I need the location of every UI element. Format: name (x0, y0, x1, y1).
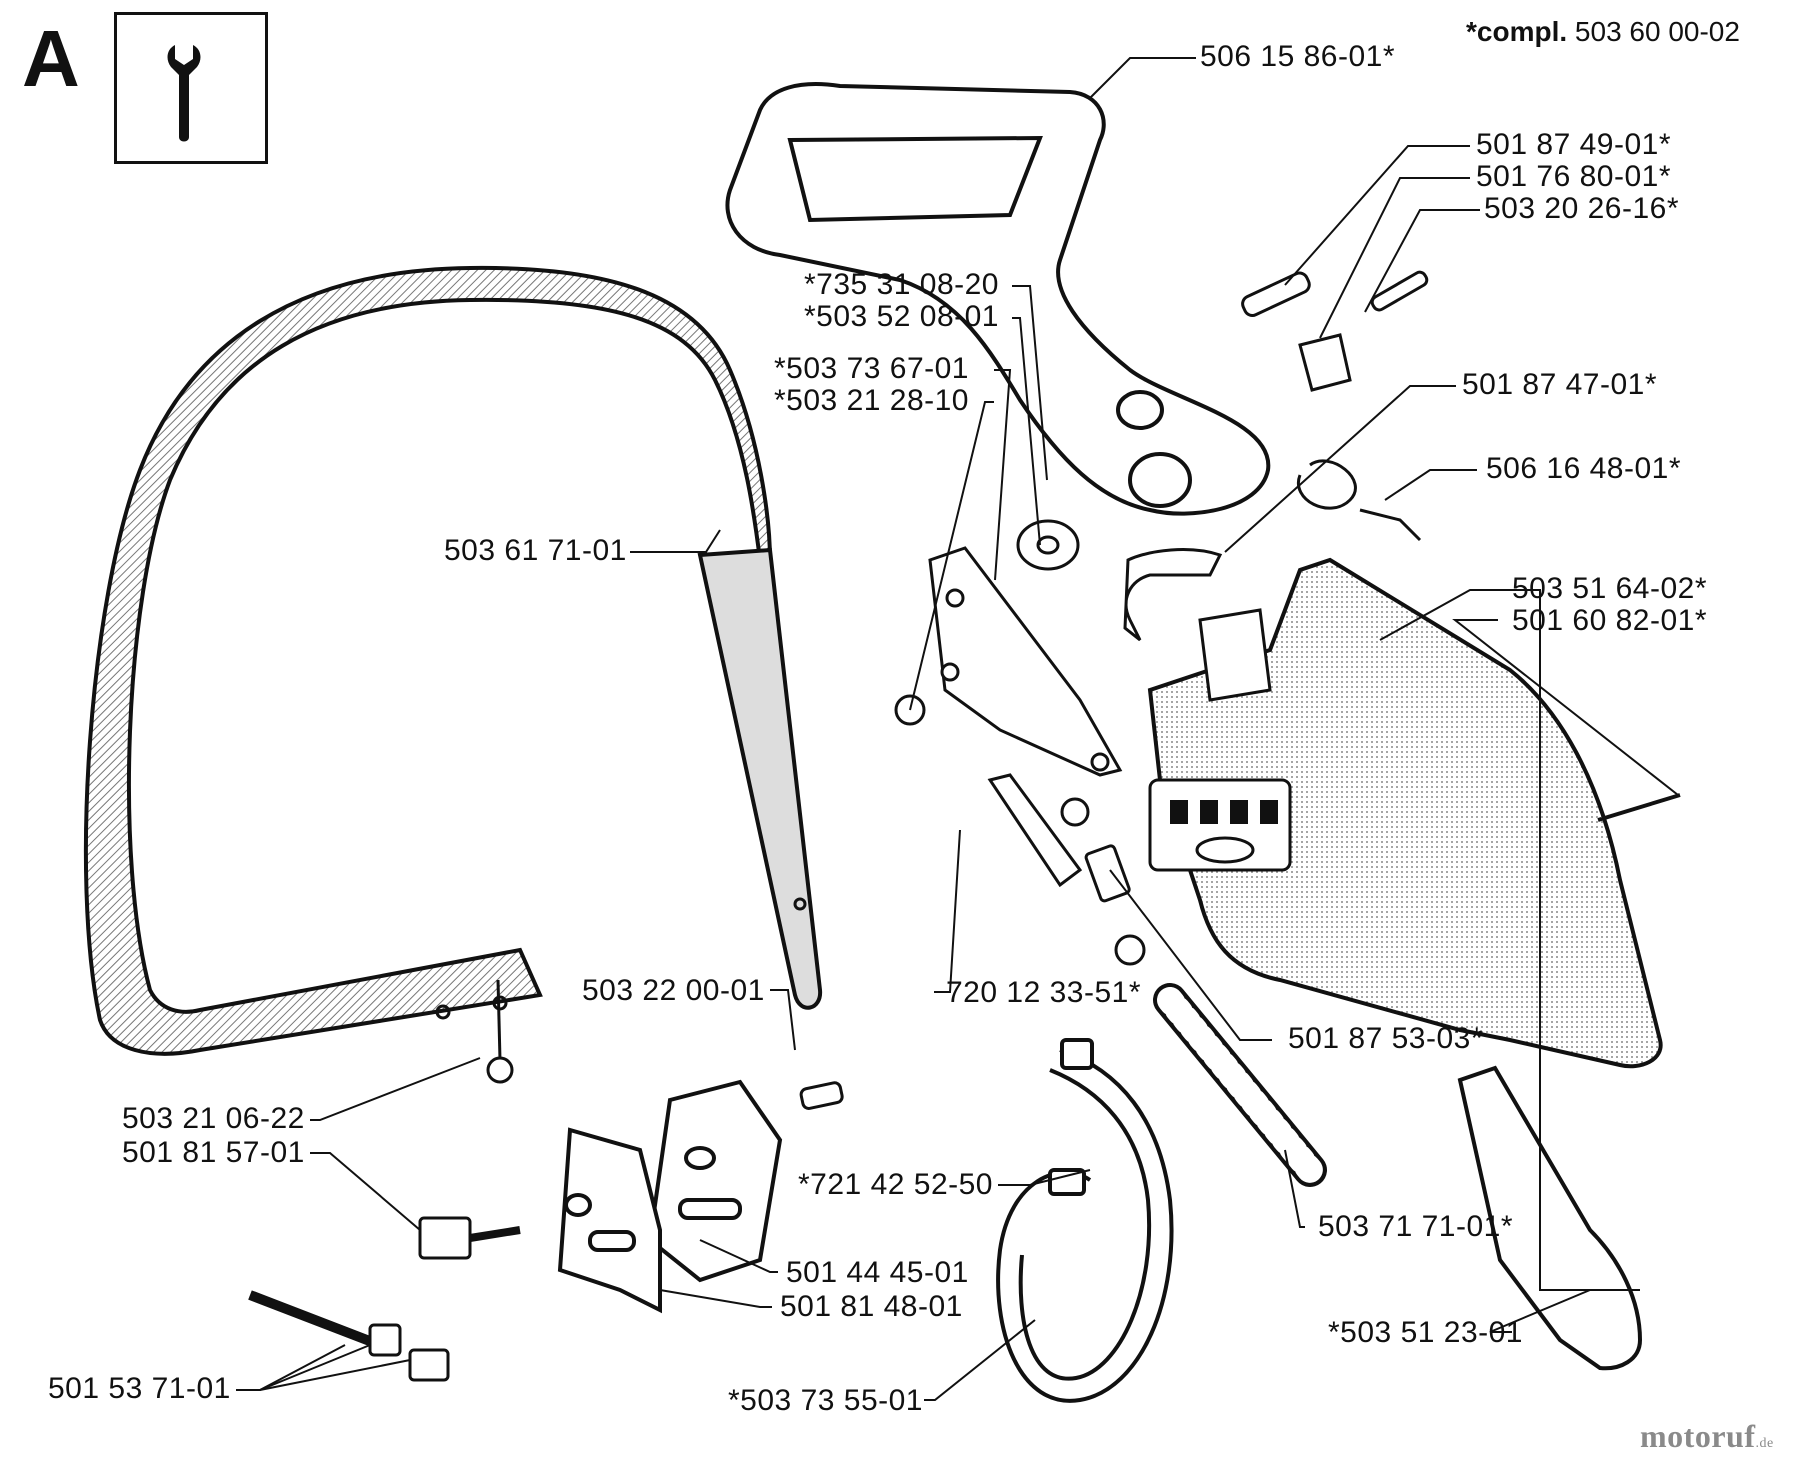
part-label-503-21-06: 503 21 06-22 (122, 1102, 305, 1135)
part-label-506-16-48: 506 16 48-01* (1486, 452, 1681, 485)
part-label-503-22-00: 503 22 00-01 (582, 974, 765, 1007)
brake-band (996, 1038, 1174, 1403)
front-handle-bar (83, 265, 823, 1056)
chain-brake-handle (725, 82, 1271, 516)
part-label-506-15-86: 506 15 86-01* (1200, 40, 1395, 73)
part-label-501-60-82: 501 60 82-01* (1512, 604, 1707, 637)
drive-plate (1457, 1065, 1643, 1371)
part-label-501-87-53: 501 87 53-03* (1288, 1022, 1483, 1055)
part-label-721-42-52: *721 42 52-50 (798, 1168, 993, 1201)
part-label-503-73-67: *503 73 67-01 (774, 352, 969, 385)
wrench-icon (167, 45, 201, 142)
part-label-735-31-08: *735 31 08-20 (804, 268, 999, 301)
watermark-logo: motoruf.de (1640, 1418, 1774, 1455)
hardware-parts (248, 270, 1681, 1382)
section-letter: A (22, 14, 80, 103)
brake-spring (1153, 983, 1327, 1187)
brake-link-plate (894, 546, 1146, 966)
leader-lines (236, 57, 1679, 1401)
part-label-501-81-48: 501 81 48-01 (780, 1290, 963, 1323)
watermark-suffix: .de (1755, 1436, 1774, 1451)
part-label-501-87-47: 501 87 47-01* (1462, 368, 1657, 401)
part-label-501-53-71: 501 53 71-01 (48, 1372, 231, 1405)
assembly-note-number: 503 60 00-02 (1574, 16, 1740, 47)
part-label-501-87-49: 501 87 49-01* (1476, 128, 1671, 161)
part-label-503-61-71: 503 61 71-01 (444, 534, 627, 567)
part-label-503-21-28: *503 21 28-10 (774, 384, 969, 417)
part-label-503-71-71: 503 71 71-01* (1318, 1210, 1513, 1243)
part-label-501-76-80: 501 76 80-01* (1476, 160, 1671, 193)
part-label-503-51-23: *503 51 23-01 (1328, 1316, 1523, 1349)
part-label-503-20-26: 503 20 26-16* (1484, 192, 1679, 225)
part-label-501-44-45: 501 44 45-01 (786, 1256, 969, 1289)
part-label-503-73-55: *503 73 55-01 (728, 1384, 923, 1417)
part-label-503-51-64: 503 51 64-02* (1512, 572, 1707, 605)
guide-plates (557, 1079, 783, 1314)
assembly-note-prefix: *compl. (1466, 16, 1568, 47)
watermark-main: motoruf (1640, 1418, 1756, 1454)
part-label-501-81-57: 501 81 57-01 (122, 1136, 305, 1169)
assembly-note: *compl. 503 60 00-02 (1466, 16, 1740, 48)
clutch-cover-housing (1147, 557, 1663, 1069)
part-label-503-52-08: *503 52 08-01 (804, 300, 999, 333)
wrench-icon-box (114, 12, 268, 164)
part-label-720-12-33: 720 12 33-51* (946, 976, 1141, 1009)
